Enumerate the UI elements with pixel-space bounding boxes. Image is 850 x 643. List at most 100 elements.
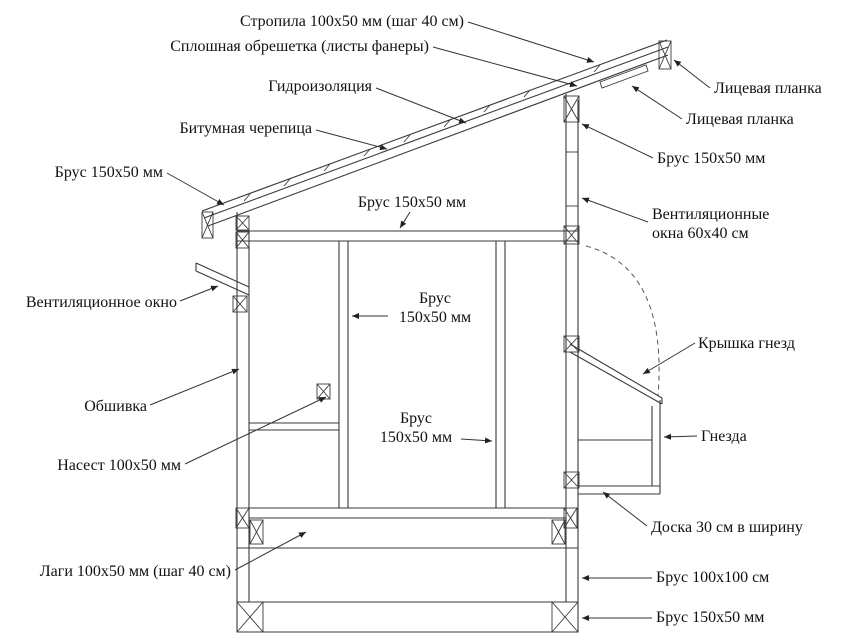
hatch-box xyxy=(235,215,250,231)
shingle-tick xyxy=(403,134,411,143)
label-front-strip-lower: Лицевая планка xyxy=(686,111,794,128)
leader-front-strip-top xyxy=(673,59,711,89)
shingle-tick xyxy=(243,193,251,202)
floor xyxy=(237,507,578,549)
roof-part xyxy=(201,39,668,212)
leader-beam-lower xyxy=(460,437,493,444)
label-nests: Гнезда xyxy=(701,428,747,445)
label-rafters: Стропила 100х50 мм (шаг 40 см) xyxy=(240,13,464,30)
leader-beam-left xyxy=(166,172,225,206)
hatch-diagonal xyxy=(551,601,579,633)
label-beam-mid-2: 150х50 мм xyxy=(399,309,471,326)
label-beam-base: Брус 100х100 см xyxy=(656,569,769,586)
vent-window-flap-part xyxy=(195,270,250,296)
label-nest-lid: Крышка гнезд xyxy=(698,335,795,352)
label-vent-windows-1: Вентиляционные xyxy=(652,206,769,223)
label-beam-mid-1: Брус xyxy=(419,290,451,307)
leader-vent-window xyxy=(179,285,219,302)
foundation-beam xyxy=(236,601,579,633)
labels: Стропила 100х50 мм (шаг 40 см) Сплошная … xyxy=(26,13,822,626)
hatch-box xyxy=(236,601,264,633)
leader-nests xyxy=(663,433,698,440)
hatch-box xyxy=(563,225,580,245)
leader-waterproofing xyxy=(375,87,467,124)
leader-beam-right xyxy=(581,123,654,159)
label-cladding: Обшивка xyxy=(84,398,147,415)
shingle-tick xyxy=(523,89,531,98)
leader-vent-windows xyxy=(581,197,649,223)
label-beam-left: Брус 150х50 мм xyxy=(55,164,163,181)
label-perch: Насест 100х50 мм xyxy=(57,457,181,474)
label-beam-right: Брус 150х50 мм xyxy=(657,150,765,167)
hatch-diagonal xyxy=(563,507,578,529)
hatch-diagonal xyxy=(235,231,250,249)
hatch-box xyxy=(235,231,250,249)
hatch-diagonal xyxy=(563,335,580,353)
hatch-diagonal xyxy=(249,519,264,545)
hatch-diagonal xyxy=(201,211,214,239)
interior-stud-left xyxy=(338,241,349,508)
hatch-diagonal xyxy=(551,519,566,545)
hatch-box xyxy=(551,601,579,633)
shingle-tick xyxy=(483,104,491,113)
label-beam-ceiling: Брус 150х50 мм xyxy=(358,194,466,211)
hatch-box xyxy=(563,471,580,489)
label-beam-bottom: Брус 150х50 мм xyxy=(656,609,764,626)
roof-shingle-ticks xyxy=(243,64,601,202)
vent-window-flap-part xyxy=(195,262,250,288)
nest-box xyxy=(569,245,663,495)
label-vent-windows-2: окна 60х40 см xyxy=(652,225,749,242)
perch-shelf xyxy=(249,422,339,431)
left-wall xyxy=(236,212,250,602)
roof-part xyxy=(207,54,669,227)
leader-sheathing xyxy=(432,46,578,88)
leader-rafters xyxy=(467,21,595,63)
label-sheathing: Сплошная обрешетка (листы фанеры) xyxy=(170,38,429,55)
shingle-tick xyxy=(283,178,291,187)
vent-window-flap xyxy=(195,262,250,296)
hatch-diagonal xyxy=(235,215,250,231)
shingle-tick xyxy=(443,119,451,128)
hatch-diagonal xyxy=(563,225,580,245)
hatch-box xyxy=(249,519,264,545)
hatched-beam-sections xyxy=(201,40,672,633)
leader-beam-ceiling xyxy=(399,211,411,229)
nest-box-part xyxy=(569,343,663,399)
label-bitumen-shingles: Битумная черепица xyxy=(179,120,312,137)
leader-joists xyxy=(234,531,307,571)
hatch-diagonal xyxy=(658,40,672,70)
shingle-tick xyxy=(593,64,601,73)
label-board: Доска 30 см в ширину xyxy=(651,519,803,536)
hatch-box xyxy=(201,211,214,239)
hatch-box xyxy=(563,335,580,353)
hatch-box xyxy=(563,95,580,123)
label-beam-lower-1: Брус xyxy=(400,410,432,427)
nest-lid-swing-arc xyxy=(585,245,660,397)
hatch-diagonal xyxy=(563,471,580,489)
leader-perch xyxy=(184,396,327,465)
leader-nest-lid xyxy=(642,342,696,375)
hatch-diagonal xyxy=(316,383,331,400)
hatch-diagonal xyxy=(563,95,580,123)
leader-board xyxy=(602,491,648,527)
shingle-tick xyxy=(363,148,371,157)
label-vent-window: Вентиляционное окно xyxy=(26,294,177,311)
leader-lines xyxy=(149,21,711,621)
hatch-box xyxy=(658,40,672,70)
label-waterproofing: Гидроизоляция xyxy=(268,78,372,95)
label-beam-lower-2: 150х50 мм xyxy=(380,429,452,446)
label-joists: Лаги 100х50 мм (шаг 40 см) xyxy=(40,563,231,580)
ceiling-beam xyxy=(237,230,578,242)
hatch-box xyxy=(232,295,248,313)
nest-box-part xyxy=(569,351,663,405)
hatch-box xyxy=(235,507,250,529)
leader-cladding xyxy=(149,368,240,406)
hatch-diagonal xyxy=(236,601,264,633)
hatch-diagonal xyxy=(232,295,248,313)
leader-front-strip-lower xyxy=(631,85,683,120)
shingle-tick xyxy=(323,163,331,172)
roof-part xyxy=(203,46,669,219)
hatch-box xyxy=(563,507,578,529)
